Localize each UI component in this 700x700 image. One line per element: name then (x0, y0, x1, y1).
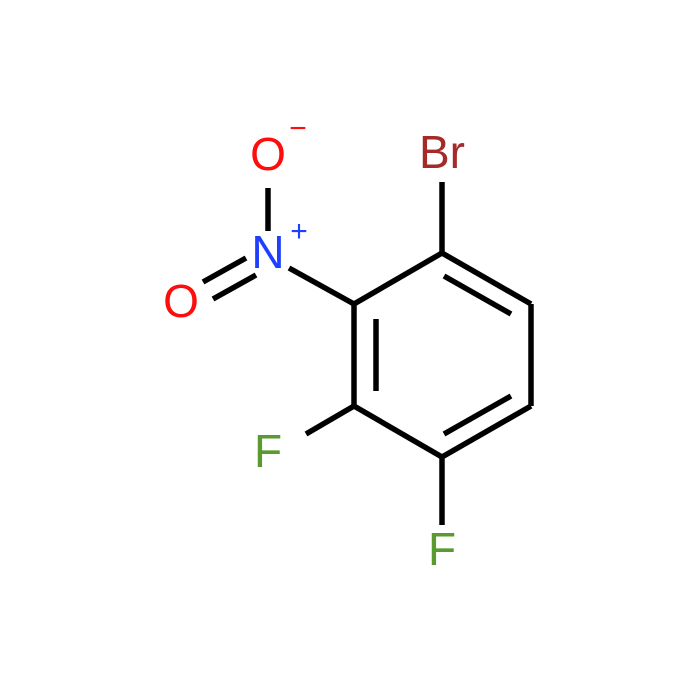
bond-c6-n (287, 265, 356, 307)
ring-inner-bond-c1-c2 (442, 273, 513, 317)
nitrogen-positive-charge: + (290, 215, 308, 248)
ring-bond-c3-c4 (440, 403, 533, 460)
fluorine-label-bottom: F (428, 523, 456, 575)
ring-bond-c4-c5 (352, 403, 444, 460)
nitrogen-label: N (251, 226, 284, 278)
oxygen-anion-label: O (250, 128, 286, 180)
bond-n-o-double-a (201, 255, 248, 285)
ring-bond-c6-c1 (352, 250, 444, 307)
ring-inner-bond-c3-c4 (442, 393, 513, 437)
ring-bond-c1-c2 (440, 250, 533, 307)
bond-n-o-double-b (211, 272, 258, 302)
oxygen-double-bond-label: O (163, 275, 199, 327)
oxygen-negative-charge: − (289, 112, 307, 145)
bond-c5-f (304, 403, 356, 437)
bromine-label: Br (419, 126, 465, 178)
fluorine-label-top: F (254, 425, 282, 477)
